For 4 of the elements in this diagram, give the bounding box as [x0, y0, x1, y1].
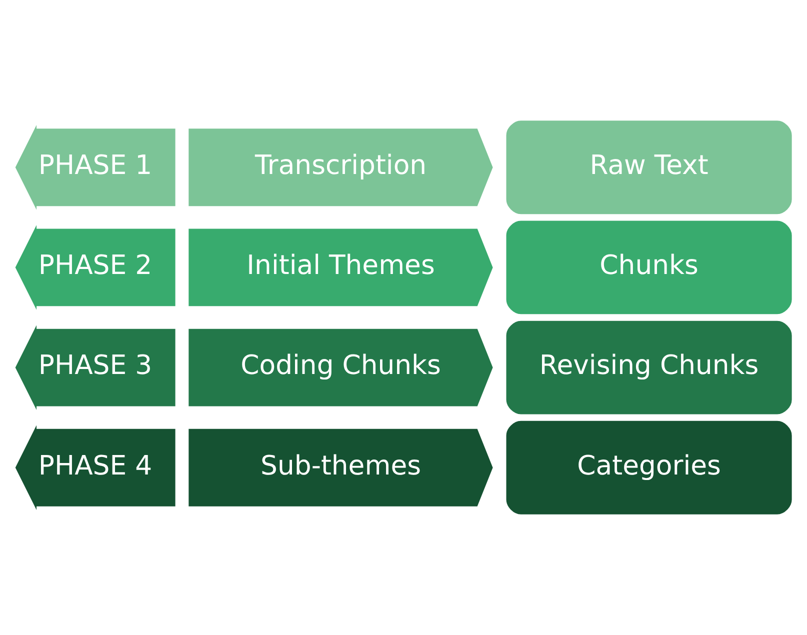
node-box: Categories — [504, 418, 794, 517]
node-box: Raw Text — [504, 118, 794, 217]
node-box: Revising Chunks — [504, 318, 794, 417]
node-box: Chunks — [504, 218, 794, 317]
